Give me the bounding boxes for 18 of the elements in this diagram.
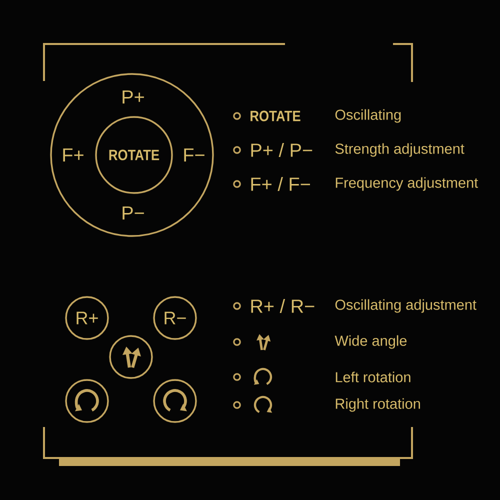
dial-label: F+	[63, 148, 84, 162]
dial-label: P+	[122, 90, 144, 104]
legend-key: ROTATE	[250, 110, 300, 122]
legend-text: Strength adjustment	[335, 143, 464, 157]
dial-label: P−	[122, 206, 144, 220]
legend-text: Wide angle	[334, 335, 407, 349]
legend-key: R+ / R−	[251, 299, 314, 313]
legend-text: Oscillating adjustment	[335, 299, 476, 313]
round-button: R+	[65, 296, 109, 340]
dial-label: F−	[184, 148, 204, 162]
legend-key: P+ / P−	[251, 143, 312, 157]
legend-text: Right rotation	[336, 398, 420, 412]
round-button: R−	[153, 296, 197, 340]
legend-text: Frequency adjustment	[336, 177, 478, 191]
legend-text: Left rotation	[336, 372, 410, 382]
legend-key: F+ / F−	[251, 177, 310, 191]
legend-text: Oscillating	[335, 109, 401, 123]
center-button: ROTATE	[95, 116, 173, 194]
